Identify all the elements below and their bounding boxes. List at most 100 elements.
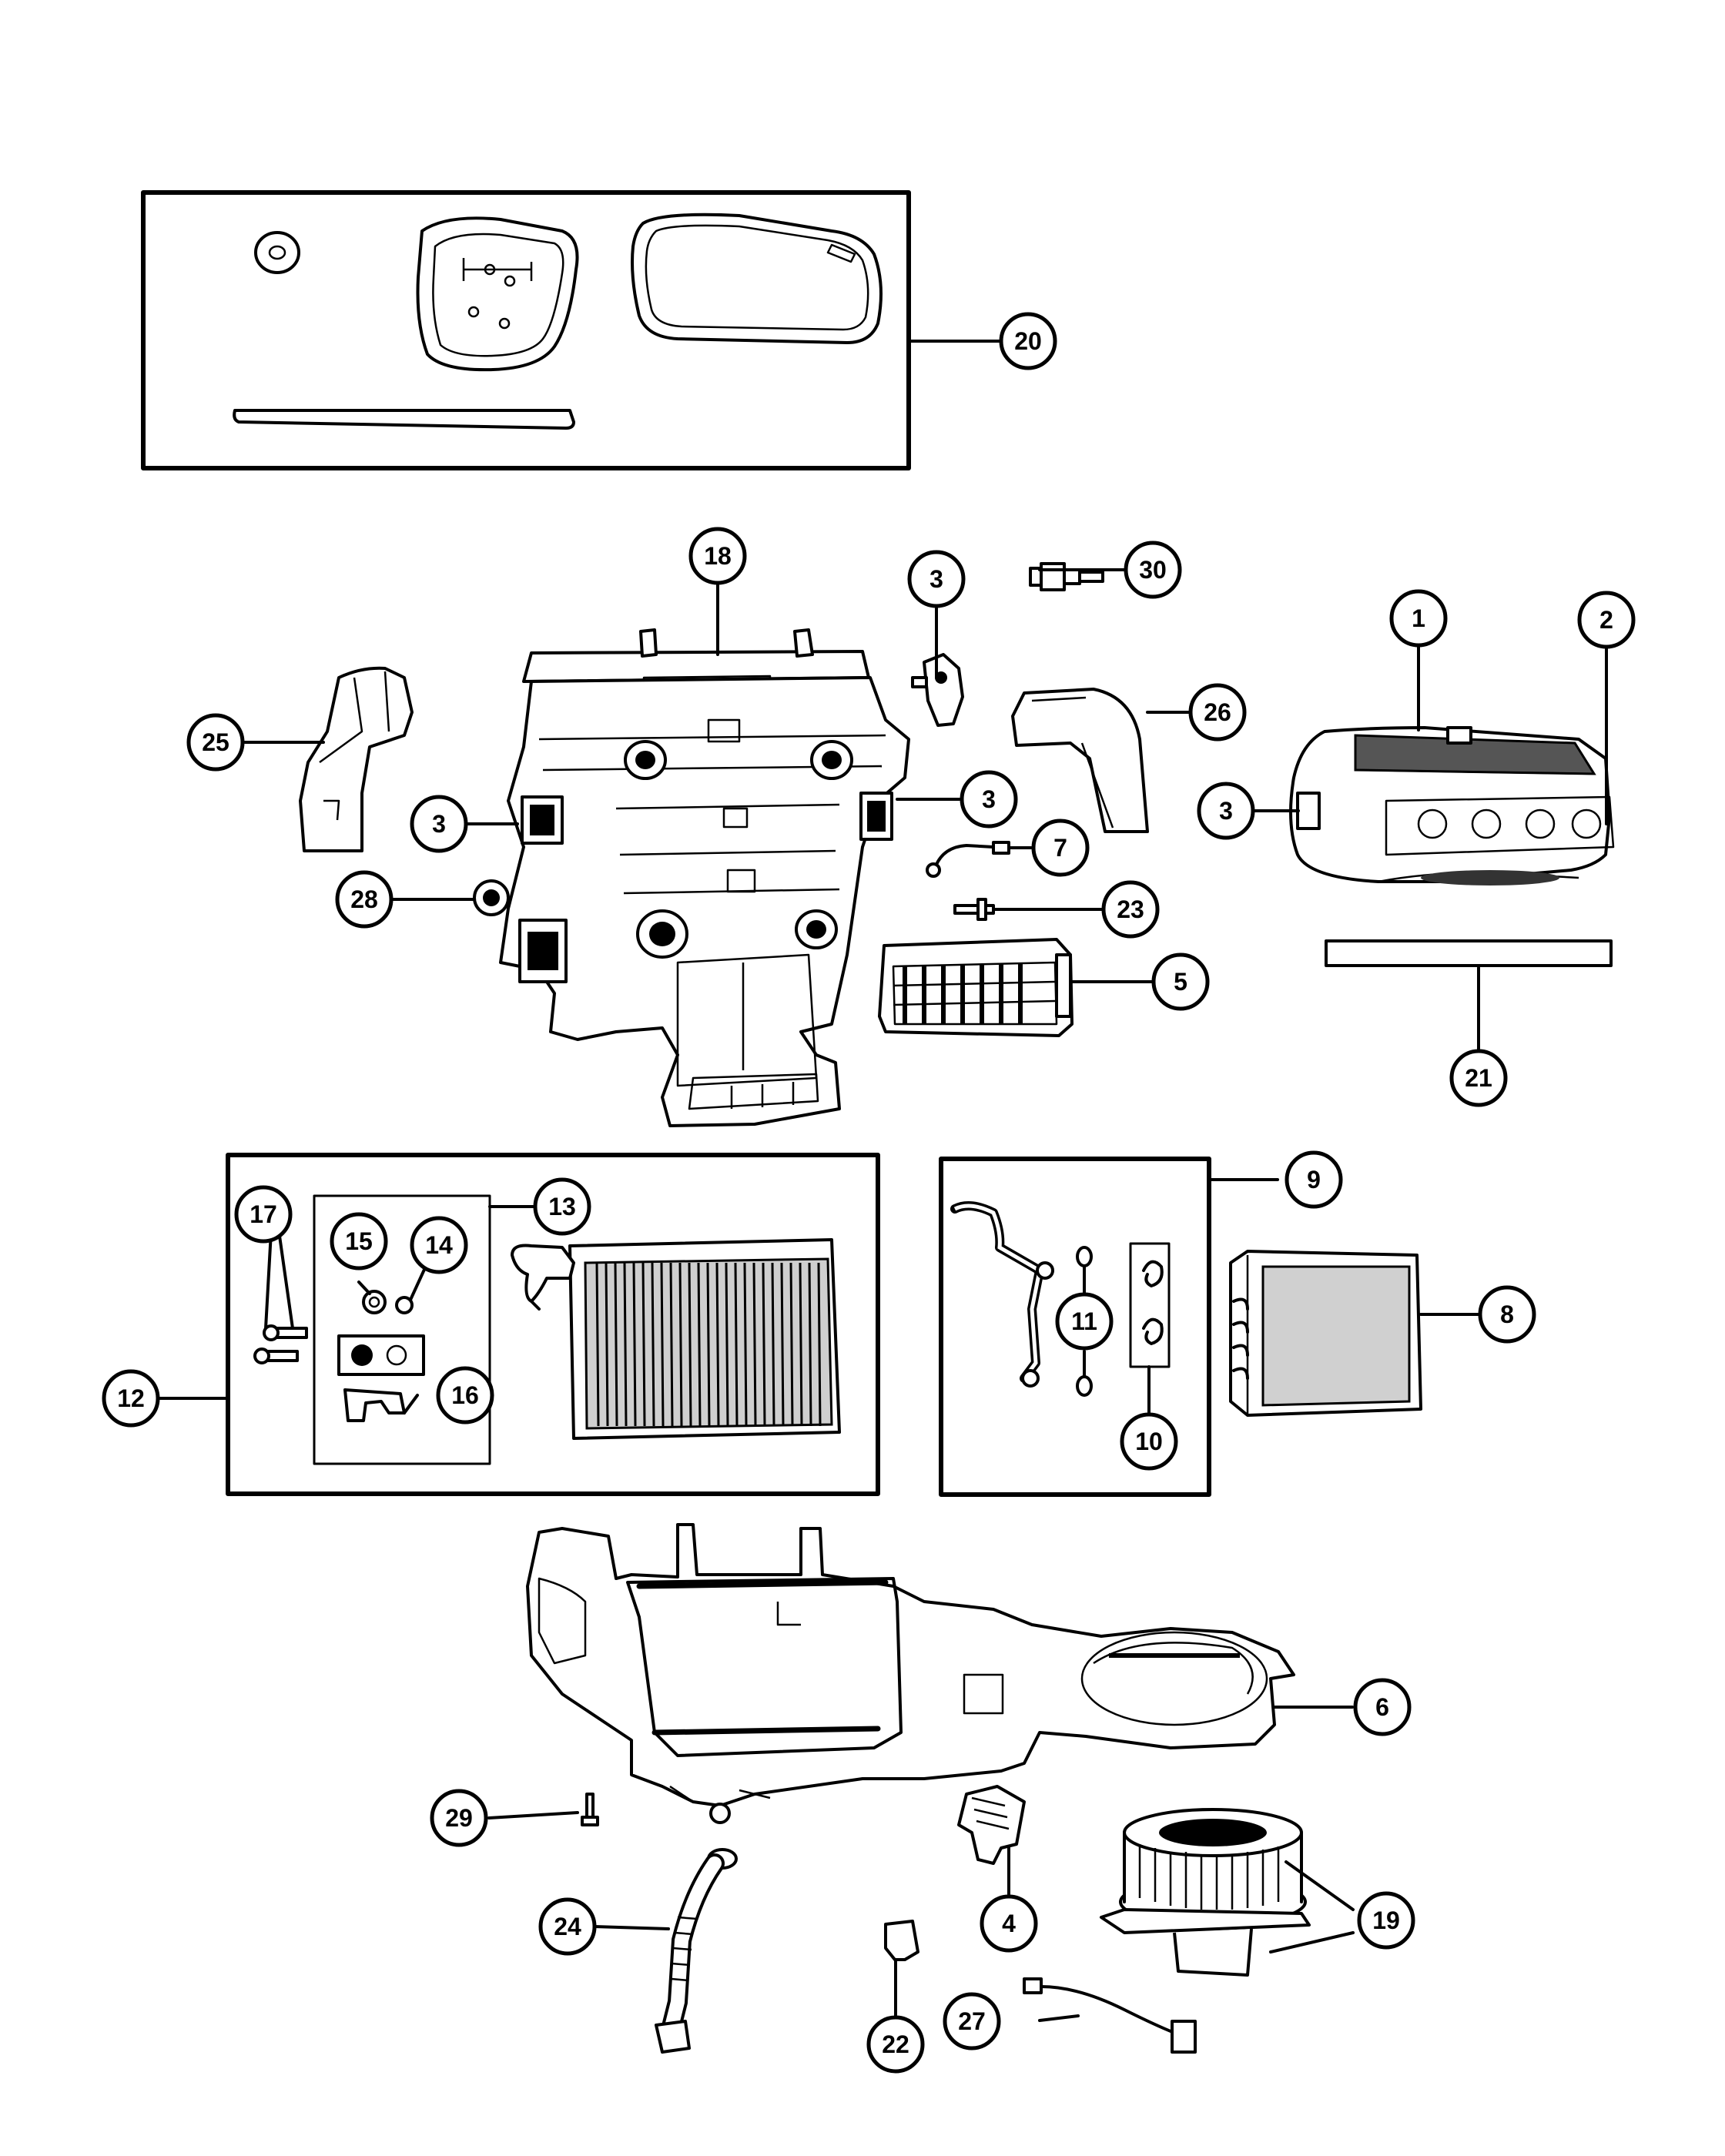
- callout-circle: [1285, 1150, 1343, 1209]
- valve-gasket: [343, 1388, 406, 1422]
- callout-number: 4: [1002, 1910, 1016, 1937]
- callout-circle: [102, 1369, 160, 1428]
- callout-number: 3: [1219, 797, 1233, 825]
- callout-number: 8: [1500, 1301, 1514, 1328]
- callout-circle: [1124, 541, 1182, 599]
- o-ring-15: [362, 1290, 387, 1314]
- callout-c20: 20: [999, 312, 1057, 370]
- callout-circle: [960, 770, 1018, 829]
- callout-number: 21: [1465, 1064, 1492, 1092]
- blower-motor-resistor: [957, 1785, 1026, 1865]
- callout-circle: [330, 1212, 388, 1270]
- callout-c24: 24: [538, 1897, 597, 1956]
- callout-number: 26: [1204, 698, 1231, 726]
- callout-c7: 7: [1031, 819, 1090, 877]
- callout-circle: [410, 1216, 468, 1274]
- callout-number: 3: [432, 810, 446, 838]
- callout-c27: 27: [943, 1992, 1001, 2051]
- expansion-valve: [337, 1334, 425, 1376]
- ptc-heater-core: [878, 938, 1074, 1037]
- floor-duct-left: [299, 666, 414, 852]
- callout-number: 25: [202, 728, 229, 756]
- callout-circle: [1120, 1412, 1178, 1471]
- hvac-housing-upper: [499, 628, 910, 1127]
- callout-c2: 2: [1577, 591, 1636, 649]
- foam-strip-seal: [233, 409, 575, 430]
- seal-kit-box: [141, 190, 911, 470]
- mounting-screws: [253, 1324, 308, 1364]
- callout-c5: 5: [1151, 952, 1210, 1011]
- callout-circle: [1357, 1891, 1415, 1950]
- callout-circle: [335, 870, 394, 929]
- callout-circle: [999, 312, 1057, 370]
- grommet-seal: [254, 231, 300, 274]
- callout-circle: [688, 527, 747, 585]
- retaining-clip: [884, 1920, 919, 1961]
- callout-circle: [907, 550, 966, 608]
- callout-circle: [980, 1894, 1038, 1953]
- heater-core-seal: [631, 213, 883, 344]
- leader-lines: [156, 340, 1608, 2022]
- pressure-sensor: [1029, 562, 1104, 591]
- callout-circle: [436, 1366, 494, 1424]
- callout-number: 13: [548, 1193, 576, 1220]
- housing-screw: [581, 1793, 599, 1826]
- callout-c23: 23: [1101, 880, 1160, 939]
- callout-circle: [533, 1177, 591, 1236]
- callout-number: 12: [117, 1384, 145, 1412]
- air-inlet-housing: [1289, 726, 1615, 886]
- callout-number: 20: [1014, 327, 1042, 355]
- callout-number: 14: [425, 1231, 453, 1259]
- grommet-28: [473, 879, 510, 916]
- callout-c13: 13: [533, 1177, 591, 1236]
- hvac-housing-lower: [526, 1523, 1295, 1824]
- callout-number: 6: [1375, 1693, 1389, 1721]
- callout-c18: 18: [688, 527, 747, 585]
- callout-circle: [1353, 1678, 1412, 1736]
- callout-number: 5: [1174, 968, 1187, 996]
- callout-c25: 25: [186, 713, 245, 772]
- callout-circle: [430, 1789, 488, 1847]
- callout-number: 2: [1599, 606, 1613, 634]
- heater-core: [1229, 1250, 1422, 1417]
- callout-circle: [234, 1185, 293, 1244]
- evaporator-core: [511, 1238, 841, 1440]
- callout-circle: [1577, 591, 1636, 649]
- callout-number: 28: [350, 886, 378, 913]
- callout-c12: 12: [102, 1369, 160, 1428]
- callout-circle: [186, 713, 245, 772]
- cabin-air-filter: [1325, 939, 1613, 967]
- callout-number: 3: [929, 565, 943, 593]
- evaporator-seal-plate: [416, 216, 579, 372]
- callout-number: 15: [345, 1227, 373, 1255]
- evaporator-kit-box: [226, 1153, 880, 1496]
- callout-number: 10: [1135, 1428, 1163, 1455]
- drain-plug-pin: [953, 898, 995, 921]
- callout-c19: 19: [1357, 1891, 1415, 1950]
- callout-number: 23: [1117, 896, 1144, 923]
- callout-number: 11: [1071, 1307, 1097, 1335]
- callout-circle: [866, 2015, 925, 2074]
- callout-number: 22: [882, 2030, 909, 2058]
- callout-circle: [1188, 683, 1247, 742]
- callout-c28: 28: [335, 870, 394, 929]
- callout-c9: 9: [1285, 1150, 1343, 1209]
- callout-number: 18: [704, 542, 732, 570]
- callout-c3c: 3: [410, 795, 468, 853]
- callout-number: 30: [1139, 556, 1167, 584]
- callout-circle: [1151, 952, 1210, 1011]
- callout-number: 7: [1053, 834, 1067, 862]
- callout-circle: [1101, 880, 1160, 939]
- callout-c8: 8: [1478, 1285, 1536, 1344]
- callout-c29: 29: [430, 1789, 488, 1847]
- callout-circle: [538, 1897, 597, 1956]
- callout-number: 1: [1412, 604, 1425, 632]
- wiring-harness: [1023, 1977, 1197, 2054]
- o-ring-14: [395, 1296, 414, 1314]
- callout-circle: [1449, 1049, 1508, 1107]
- blower-motor-wheel: [1100, 1808, 1311, 1977]
- floor-duct-right: [1011, 688, 1149, 833]
- callout-number: 19: [1372, 1907, 1400, 1934]
